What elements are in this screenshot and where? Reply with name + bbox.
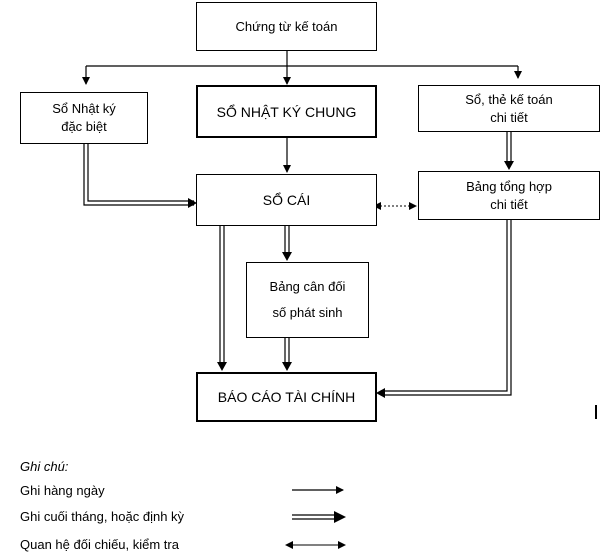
box-can-doi-line1: Bảng cân đối xyxy=(269,279,346,294)
box-tong-hop-line2: chi tiết xyxy=(490,196,528,212)
box-nhat-ky-chung-label: SỔ NHẬT KÝ CHUNG xyxy=(216,103,357,120)
box-chung-tu-label: Chứng từ kế toán xyxy=(235,18,338,34)
box-tong-hop-line1: Bảng tổng hợp xyxy=(466,178,552,194)
box-bao-cao-label: BÁO CÁO TÀI CHÍNH xyxy=(217,389,356,405)
box-can-doi-line2: số phát sinh xyxy=(272,305,343,320)
box-nhat-ky-dac-biet-line2: đặc biệt xyxy=(61,119,107,134)
box-so-the-ke-toan-chi-tiet: Sổ, thẻ kế toán chi tiết xyxy=(418,85,600,132)
box-bao-cao-tai-chinh: BÁO CÁO TÀI CHÍNH xyxy=(196,372,377,422)
box-chung-tu-ke-toan: Chứng từ kế toán xyxy=(196,2,377,51)
daily-arrows xyxy=(82,51,522,173)
legend-daily-label: Ghi hàng ngày xyxy=(20,483,105,498)
legend-arrows xyxy=(285,486,346,549)
box-so-cai: SỔ CÁI xyxy=(196,174,377,226)
box-bang-can-doi-so-phat-sinh: Bảng cân đối số phát sinh xyxy=(246,262,369,338)
box-bang-tong-hop-chi-tiet: Bảng tổng hợp chi tiết xyxy=(418,171,600,220)
box-nhat-ky-dac-biet-line1: Sổ Nhật ký xyxy=(52,101,116,116)
box-so-nhat-ky-dac-biet: Sổ Nhật ký đặc biệt xyxy=(20,92,148,144)
box-so-cai-label: SỔ CÁI xyxy=(262,192,311,208)
box-the-chi-tiet-line2: chi tiết xyxy=(490,109,528,125)
legend-reconcile-label: Quan hệ đối chiếu, kiểm tra xyxy=(20,537,179,552)
box-so-nhat-ky-chung: SỔ NHẬT KÝ CHUNG xyxy=(196,85,377,138)
box-the-chi-tiet-line1: Sổ, thẻ kế toán xyxy=(465,91,553,107)
legend-title: Ghi chú: xyxy=(20,459,69,474)
text-cursor-mark xyxy=(595,405,597,419)
legend-periodic-label: Ghi cuối tháng, hoặc định kỳ xyxy=(20,509,185,524)
periodic-arrows xyxy=(83,132,514,398)
